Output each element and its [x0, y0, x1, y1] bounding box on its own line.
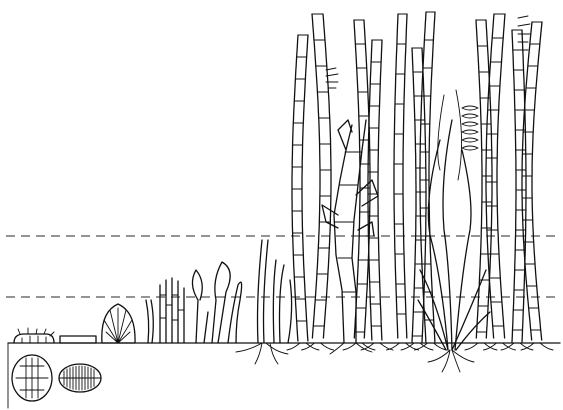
rooted-filaments [236, 240, 292, 364]
segmented-filament [415, 12, 447, 350]
fan-thallus [102, 304, 135, 343]
striated-oval-section [59, 364, 101, 392]
beaded-chains [326, 16, 530, 150]
grass-tuft [418, 90, 490, 372]
tall-segmented-filaments [287, 12, 553, 350]
segmented-filament [465, 20, 497, 350]
hook-stalk [146, 300, 153, 343]
encrusting-cells [14, 328, 54, 343]
club-stalks [192, 262, 241, 343]
cell-cluster-section [12, 355, 52, 401]
flat-mat [60, 336, 96, 343]
tufted-filaments [157, 278, 187, 343]
